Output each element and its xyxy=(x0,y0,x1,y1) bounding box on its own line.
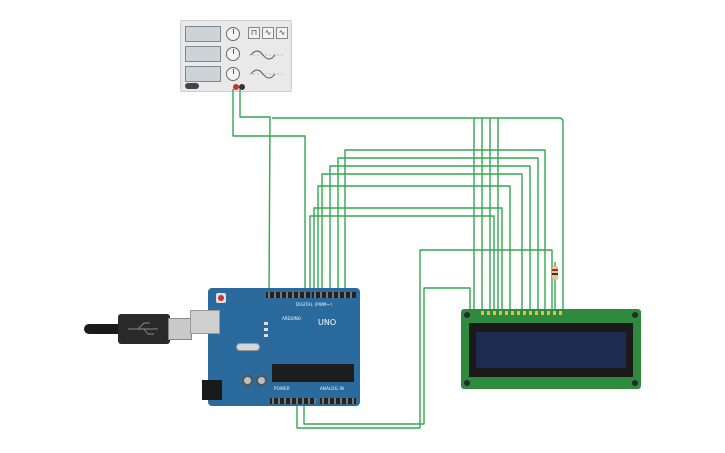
analog-header[interactable] xyxy=(320,398,356,404)
lcd-screen xyxy=(476,332,626,368)
power-jack xyxy=(202,380,222,400)
uno-label: UNO xyxy=(318,318,337,327)
digital-header-left[interactable] xyxy=(266,292,310,298)
positive-terminal[interactable] xyxy=(233,84,239,90)
led-tx xyxy=(264,328,268,331)
offset-display xyxy=(185,66,221,82)
led-l xyxy=(264,322,268,325)
power-label: POWER xyxy=(274,386,290,391)
negative-terminal[interactable] xyxy=(239,84,245,90)
reset-button[interactable] xyxy=(216,293,226,303)
mount-hole xyxy=(464,380,470,386)
lcd-bezel xyxy=(469,323,633,377)
sine-wave-button[interactable]: ∿ xyxy=(262,27,274,39)
frequency-display xyxy=(185,26,221,42)
amplitude-knob[interactable] xyxy=(226,47,240,61)
arduino-uno-board[interactable]: DIGITAL (PWM~) ARDUINO UNO POWER ANALOG … xyxy=(190,288,360,406)
digital-header-right[interactable] xyxy=(312,292,356,298)
usb-port xyxy=(190,310,220,334)
frequency-knob[interactable] xyxy=(226,27,240,41)
usb-connector xyxy=(168,318,192,340)
mount-hole xyxy=(632,380,638,386)
lcd-pin-header[interactable] xyxy=(481,311,565,315)
mount-hole xyxy=(632,312,638,318)
triangle-wave-button[interactable]: ∿ xyxy=(276,27,288,39)
amplitude-display xyxy=(185,46,221,62)
led-rx xyxy=(264,334,268,337)
analog-label: ANALOG IN xyxy=(320,386,345,391)
wire-fg-neg xyxy=(239,89,271,298)
lcd-16x2[interactable] xyxy=(461,309,641,389)
capacitor-2 xyxy=(256,375,267,386)
wire-fg-pos xyxy=(232,89,306,297)
power-header[interactable] xyxy=(270,398,316,404)
digital-label: DIGITAL (PWM~) xyxy=(296,302,332,307)
atmega-chip xyxy=(272,364,354,382)
usb-cable[interactable] xyxy=(84,324,120,334)
offset-knob[interactable] xyxy=(226,67,240,81)
usb-plug[interactable] xyxy=(118,314,170,344)
square-wave-button[interactable]: ⊓ xyxy=(248,27,260,39)
waveform-preview-icon xyxy=(249,50,285,79)
mount-hole xyxy=(464,312,470,318)
resistor[interactable] xyxy=(552,266,558,280)
capacitor-1 xyxy=(242,375,253,386)
usb-symbol-icon xyxy=(128,322,158,335)
crystal-oscillator xyxy=(236,343,260,351)
function-generator[interactable]: ⊓ ∿ ∿ xyxy=(180,20,292,92)
arduino-logo: ARDUINO xyxy=(282,316,301,321)
power-switch[interactable] xyxy=(185,83,199,89)
